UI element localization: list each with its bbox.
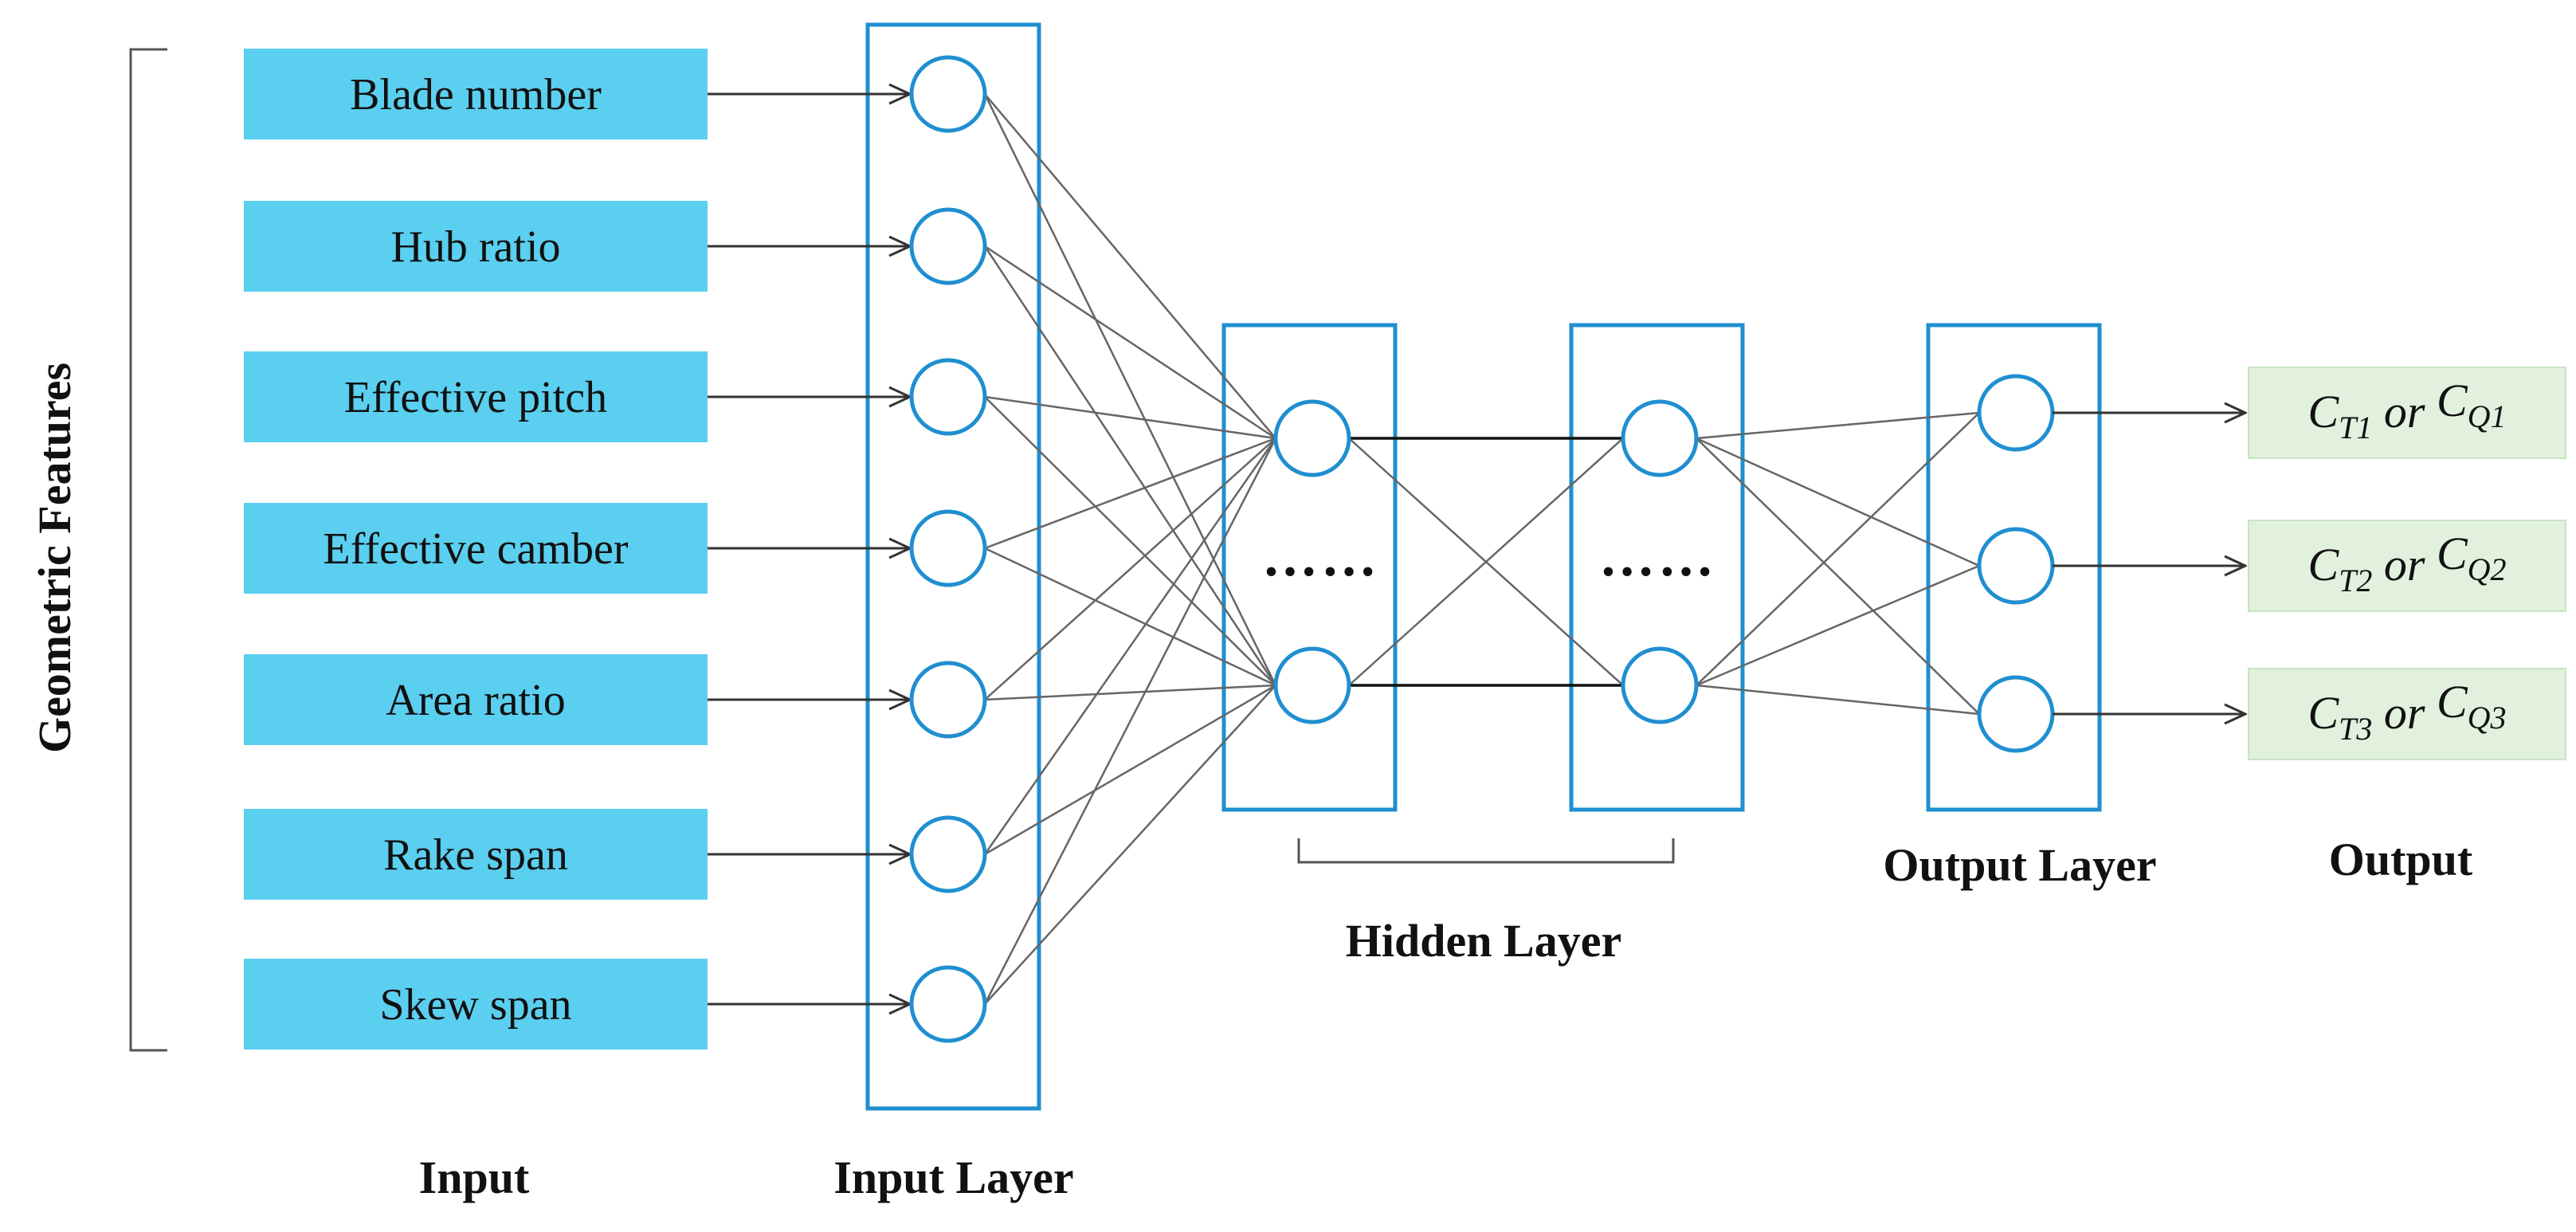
input-node [909, 965, 987, 1043]
feature-label: Rake span [383, 830, 568, 880]
edge [984, 437, 1276, 550]
output-text: or [2372, 539, 2437, 590]
feature-box [244, 809, 708, 900]
edge [1696, 412, 1980, 686]
hidden-2-node [1621, 646, 1699, 724]
feature-label: Area ratio [386, 676, 565, 725]
subscript: T2 [2339, 563, 2372, 598]
input-layer-label: Input Layer [833, 1152, 1073, 1203]
edge [984, 684, 1276, 701]
edge [1696, 564, 1980, 687]
feature-label: Effective pitch [344, 373, 607, 422]
output-node [1977, 527, 2055, 605]
hidden-1-node [1273, 399, 1351, 477]
edge [1696, 437, 1980, 715]
output-layer-frame [1926, 323, 2102, 812]
output-node [1977, 374, 2055, 452]
input-node [909, 207, 987, 285]
edge [983, 93, 1277, 686]
output-label: Output [2329, 834, 2473, 885]
feature-group-bracket [129, 48, 167, 1052]
edge [984, 684, 1276, 856]
edge [984, 395, 1276, 440]
hidden-2-node [1621, 399, 1699, 477]
edge [984, 547, 1276, 687]
input-node [909, 509, 987, 587]
output-node [1977, 675, 2055, 753]
edge [1696, 411, 1980, 440]
feature-box [244, 351, 708, 442]
edge [983, 245, 1277, 686]
subscript: Q2 [2468, 551, 2507, 587]
output-box [2248, 367, 2566, 459]
edge [984, 396, 1276, 686]
output-text: C [2307, 539, 2339, 590]
subscript: T3 [2339, 711, 2372, 747]
feature-label: Blade number [350, 70, 602, 120]
feature-box [244, 49, 708, 139]
input-label: Input [419, 1152, 530, 1203]
output-text: C [2307, 687, 2339, 739]
output-label: CT1 or CQ1 [2307, 375, 2506, 445]
edge [1696, 684, 1980, 716]
input-node [909, 661, 987, 739]
output-text: C [2437, 375, 2468, 426]
input-layer-frame [865, 22, 1041, 1111]
hidden-1-node [1273, 646, 1351, 724]
feature-box [244, 654, 708, 745]
output-text: or [2372, 386, 2437, 437]
input-node [909, 815, 987, 893]
edge [984, 245, 1276, 440]
feature-label: Skew span [379, 980, 571, 1030]
output-label: CT3 or CQ3 [2307, 676, 2506, 747]
hidden-layer-2-ellipsis: …… [1599, 527, 1717, 588]
input-node [909, 55, 987, 133]
subscript: T1 [2339, 410, 2372, 445]
output-layer-label: Output Layer [1883, 839, 2156, 891]
feature-box [244, 959, 708, 1050]
subscript: Q1 [2468, 398, 2507, 434]
edge [983, 437, 1277, 855]
output-text: C [2437, 676, 2468, 728]
output-box [2248, 520, 2566, 612]
hidden-layer-2-frame [1569, 323, 1745, 812]
feature-box [244, 201, 708, 292]
connection-edges [983, 93, 1980, 1005]
output-text: C [2437, 528, 2468, 579]
geometric-features-label: Geometric Features [29, 363, 80, 753]
feature-label: Hub ratio [390, 222, 560, 272]
output-box [2248, 668, 2566, 760]
edge [984, 685, 1276, 1005]
feature-label: Effective camber [323, 524, 629, 574]
subscript: Q3 [2468, 700, 2507, 736]
output-text: C [2307, 386, 2339, 437]
hidden-layer-label: Hidden Layer [1346, 915, 1621, 967]
feature-box [244, 503, 708, 594]
edge [984, 437, 1276, 700]
network-nodes [909, 55, 2055, 1043]
edge [984, 93, 1276, 439]
output-label: CT2 or CQ2 [2307, 528, 2506, 598]
hidden-layer-1-frame [1221, 323, 1398, 812]
edge [983, 437, 1277, 1005]
edge [1696, 437, 1980, 567]
hidden-layer-1-ellipsis: …… [1262, 527, 1380, 588]
output-text: or [2372, 687, 2437, 739]
input-node [909, 358, 987, 436]
edge [1348, 437, 1624, 686]
hidden-layer-bracket [1297, 838, 1675, 864]
